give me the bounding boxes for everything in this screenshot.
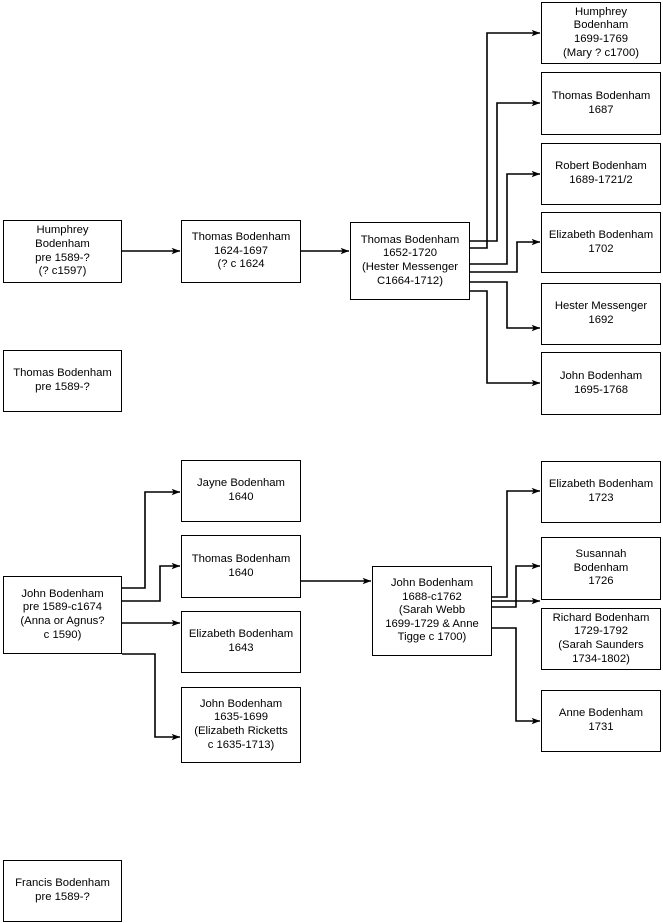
person-detail: 1699-1729 & Anne [385, 617, 479, 630]
person-name: John Bodenham [390, 577, 474, 590]
person-detail: 1624-1697 [213, 244, 269, 257]
person-detail: c 1635-1713) [207, 738, 275, 751]
connector-john1688-to-anne1731 [492, 627, 541, 725]
person-detail: 1689-1721/2 [569, 174, 633, 186]
person-detail: 1695-1768 [573, 383, 629, 396]
person-detail: pre 1589-? [35, 891, 90, 903]
person-detail: 1699-1769 [573, 33, 629, 45]
person-name: Thomas Bodenham [360, 233, 460, 246]
person-detail: (Sarah Webb [398, 604, 466, 617]
person-detail: (Elizabeth Ricketts [194, 725, 288, 737]
connector-john1688-to-elizabeth1723 [492, 487, 541, 598]
person-detail: 1643 [228, 642, 254, 654]
person-name: Elizabeth Bodenham [188, 628, 294, 641]
connector-johnpre1589-to-john1635 [122, 653, 181, 741]
person-detail: (Anna or Agnus? [20, 615, 105, 627]
person-detail: 1726 [588, 575, 614, 588]
person-detail: 1692 [588, 314, 614, 326]
person-detail: 1723 [588, 492, 614, 504]
person-name: Jayne Bodenham [197, 477, 285, 490]
person-detail: 1652-1720 [382, 247, 438, 260]
person-name: John Bodenham [199, 697, 283, 710]
person-detail: pre 1589-c1674 [22, 601, 103, 614]
person-name: John Bodenham [21, 587, 104, 600]
person-detail: (Mary ? c1700) [563, 46, 639, 59]
connector-johnpre1589-to-thomas1640 [122, 562, 181, 602]
person-detail: Tigge c 1700) [397, 631, 467, 644]
person-name: Susannah [575, 548, 627, 561]
person-detail: Bodenham [573, 19, 629, 32]
person-detail: c 1590) [43, 628, 82, 641]
connector-johnpre1589-to-jayne1640 [122, 488, 181, 589]
person-name: Anne Bodenham [558, 707, 644, 720]
person-name: John Bodenham [559, 369, 643, 382]
person-name: Francis Bodenham [15, 877, 110, 890]
person-detail: 1640 [228, 491, 254, 503]
person-detail: pre 1589-? [35, 251, 90, 264]
connector-thomas1652-to-humphrey1699 [470, 29, 541, 249]
person-detail: 1688-c1762 [402, 590, 462, 603]
person-detail: 1687 [588, 103, 614, 116]
person-name: Thomas Bodenham [13, 367, 112, 380]
person-name: Thomas Bodenham [191, 231, 291, 244]
connector-thomas1652-to-thomas1687 [470, 99, 541, 242]
person-detail: (Sarah Saunders [558, 639, 644, 651]
connector-thomas1652-to-robert1689 [470, 170, 541, 265]
person-detail: Bodenham [35, 237, 90, 250]
connector-john1688-to-susannah1726 [492, 562, 541, 608]
person-name: Thomas Bodenham [191, 552, 291, 565]
person-detail: 1635-1699 [213, 711, 269, 724]
person-detail: 1729-1792 [573, 625, 629, 638]
person-name: Elizabeth Bodenham [548, 228, 654, 241]
connector-thomas1652-to-john1695 [470, 290, 541, 387]
person-detail: Bodenham [573, 561, 629, 574]
person-detail: (? c1597) [38, 265, 87, 278]
person-detail: pre 1589-? [35, 381, 90, 393]
person-name: Elizabeth Bodenham [548, 478, 654, 491]
person-detail: 1702 [588, 242, 614, 255]
person-name: Hester Messenger [554, 300, 648, 313]
person-detail: (? c 1624 [217, 258, 265, 271]
connector-thomas1652-to-elizabeth1702 [470, 238, 541, 273]
person-detail: 1640 [228, 566, 254, 579]
person-name: Humphrey [36, 224, 89, 237]
person-name: Richard Bodenham [552, 611, 650, 624]
person-name: Humphrey [574, 5, 628, 18]
connector-thomas1652-to-hester1692 [470, 281, 541, 332]
person-detail: (Hester Messenger [361, 261, 459, 273]
person-detail: 1734-1802) [572, 652, 630, 665]
person-detail: 1731 [588, 721, 614, 733]
person-detail: C1664-1712) [377, 274, 443, 287]
person-name: Robert Bodenham [555, 160, 647, 173]
person-name: Thomas Bodenham [551, 89, 651, 102]
